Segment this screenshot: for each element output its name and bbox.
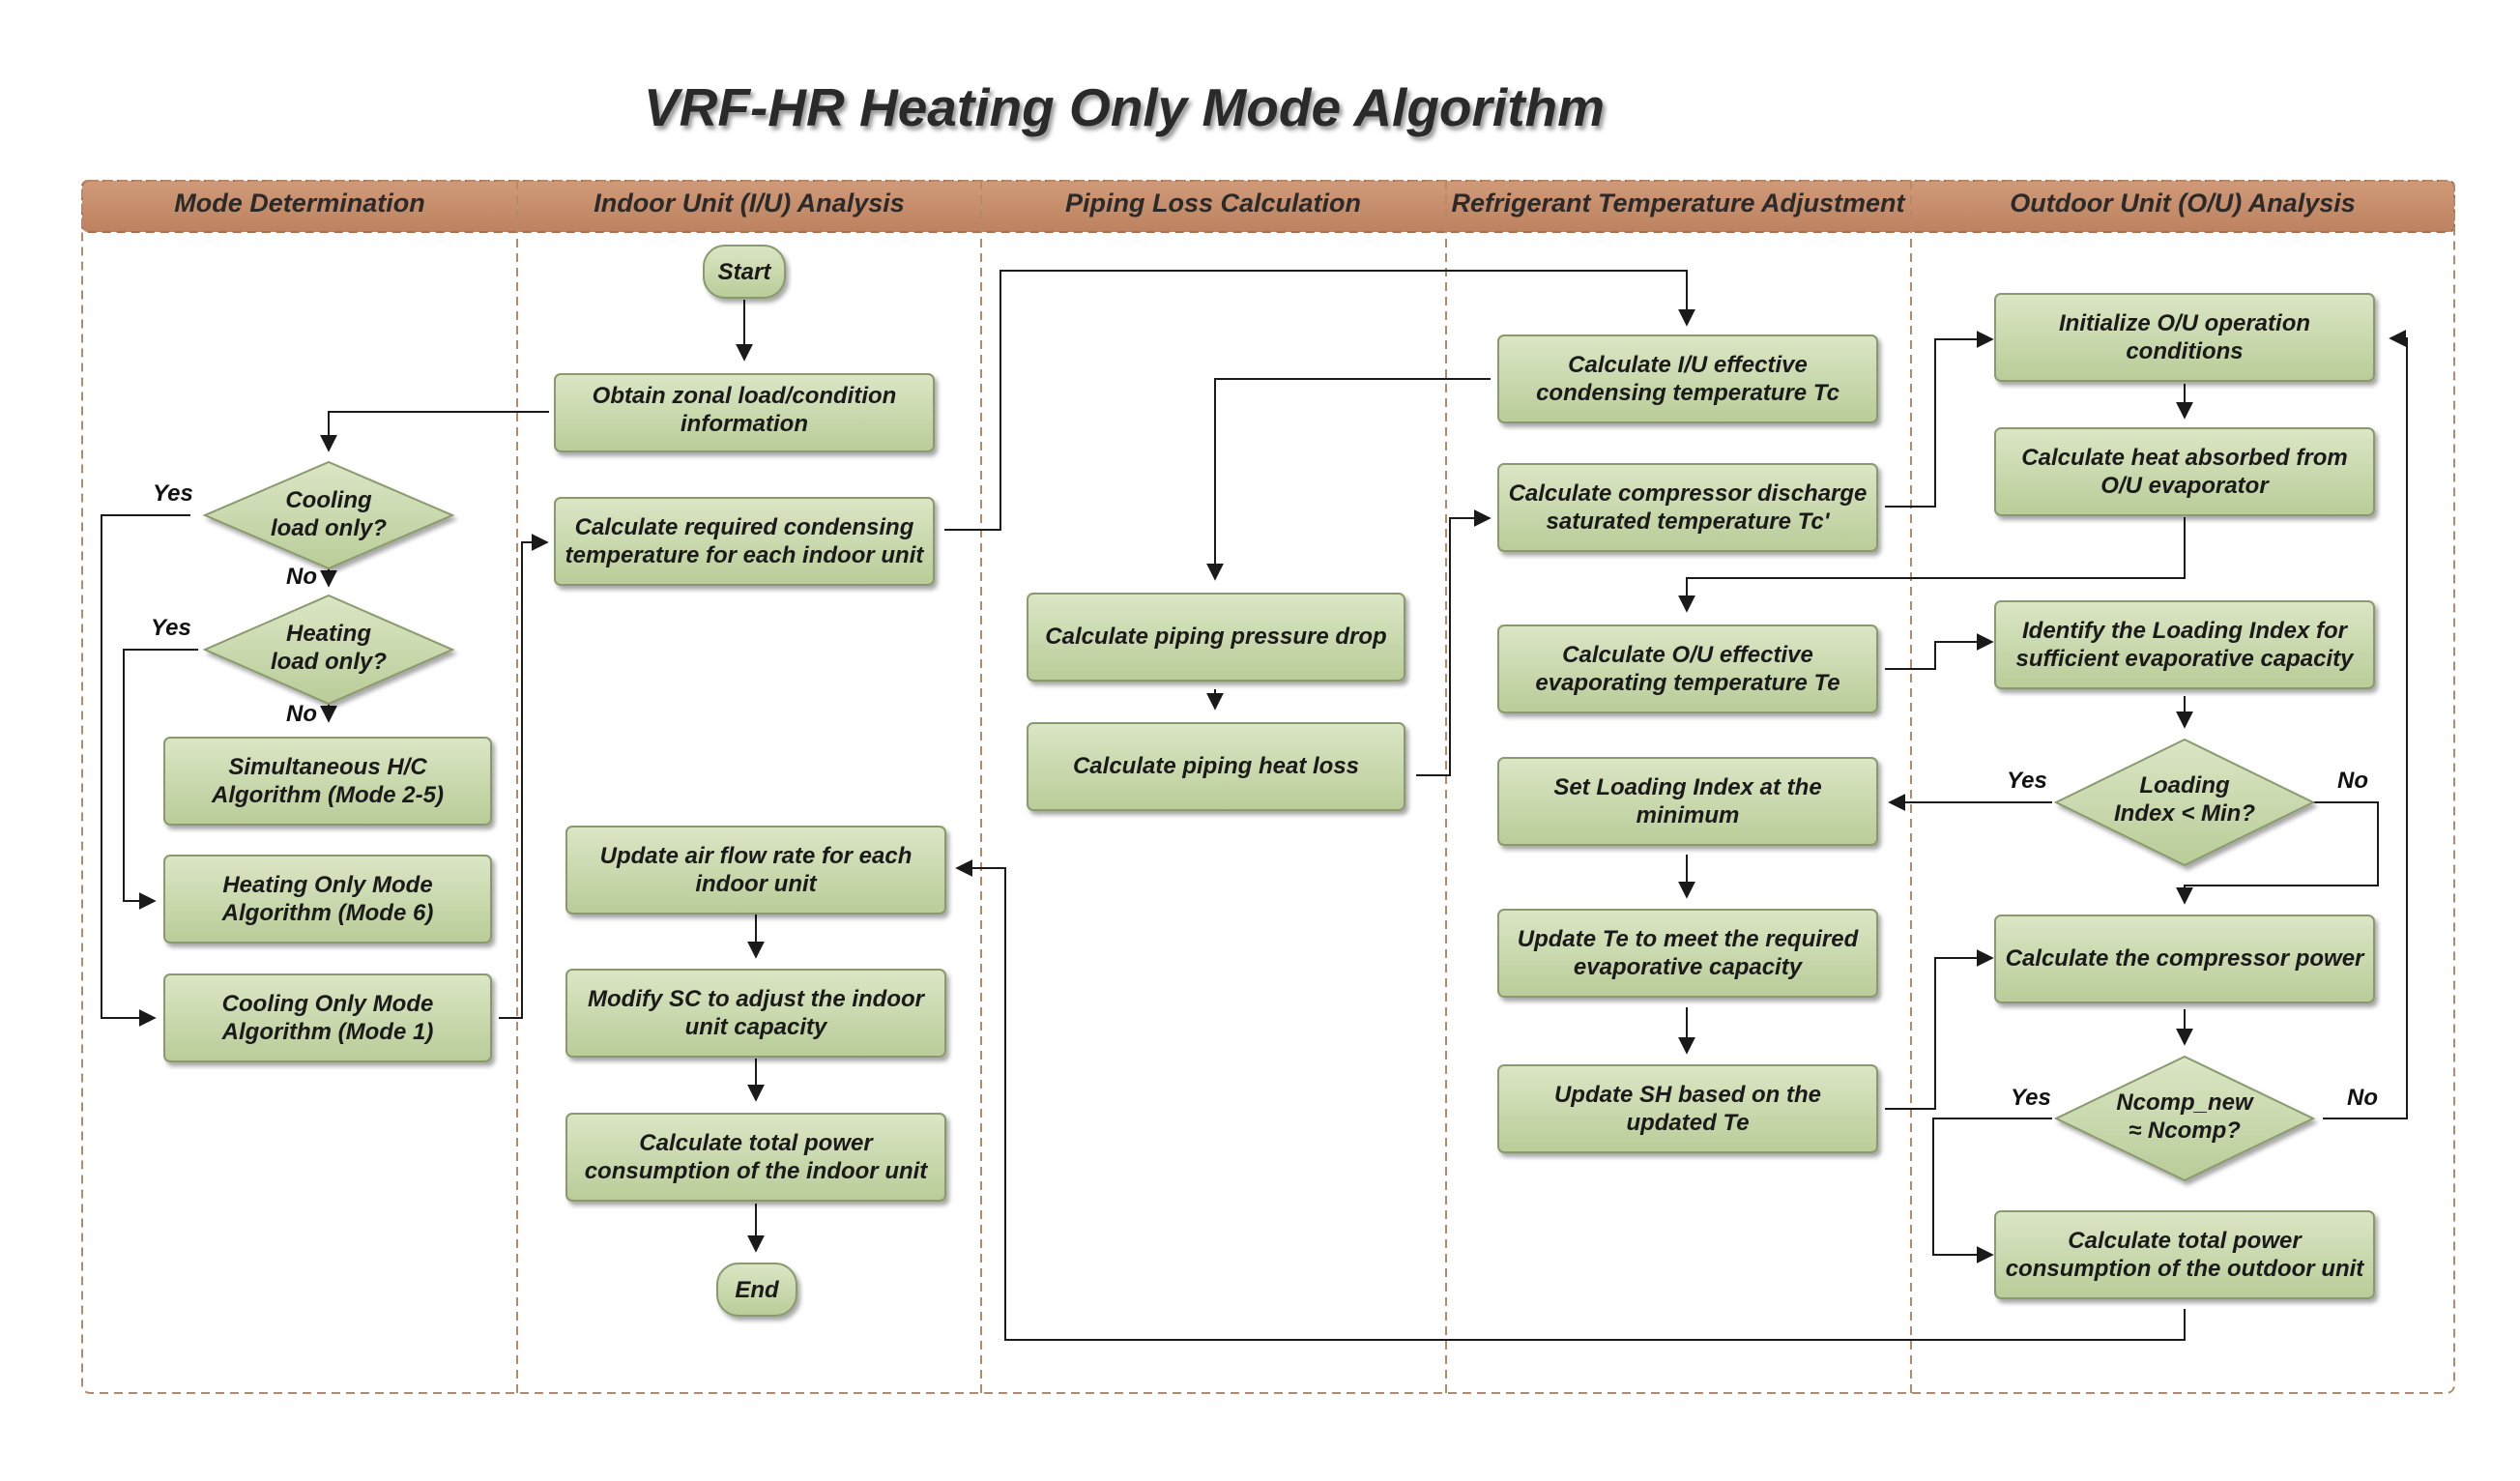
yes-label: Yes [2011, 1085, 2051, 1111]
no-label: No [2337, 768, 2368, 794]
branch-labels: Yes No Yes No Yes No Yes No [151, 480, 2378, 1111]
yes-label: Yes [153, 480, 193, 507]
lane-header-mode: Mode Determination [174, 189, 425, 218]
node-text: Calculate the compressor power [2006, 945, 2365, 972]
connector [123, 649, 198, 910]
connector [1678, 517, 2186, 613]
diagram-title: VRF-HR Heating Only Mode Algorithm [644, 77, 1605, 137]
node-text: End [735, 1277, 780, 1303]
connector [1885, 949, 1994, 1110]
lane-header-piping: Piping Loss Calculation [1065, 189, 1361, 218]
no-label: No [286, 701, 317, 727]
connector [101, 514, 190, 1027]
swimlanes: Mode Determination Indoor Unit (I/U) Ana… [81, 180, 2455, 1394]
node-start: Start [703, 245, 786, 299]
no-label: No [2347, 1085, 2378, 1111]
connector [944, 270, 1695, 531]
node-end: End [716, 1263, 797, 1317]
connector [1206, 378, 1491, 581]
connector [320, 411, 549, 452]
decision-ncomp-check: Ncomp_new≈ Ncomp? [2053, 1055, 2316, 1182]
connector [1885, 331, 1994, 508]
node-calc-piping-drop: Calculate piping pressure drop [1027, 593, 1405, 682]
connector [499, 534, 549, 1019]
connector [2323, 330, 2408, 1119]
node-calc-piping-loss: Calculate piping heat loss [1027, 722, 1405, 811]
connector [1416, 509, 1492, 776]
node-calc-comp-power: Calculate the compressor power [1994, 915, 2375, 1003]
connector [1885, 633, 1994, 670]
connectors [101, 270, 2408, 1341]
connector [955, 859, 2186, 1341]
decision-text: Ncomp_new≈ Ncomp? [2116, 1089, 2254, 1144]
lane-frame [81, 180, 2455, 1394]
connector [1932, 1118, 2052, 1263]
no-label: No [286, 564, 317, 590]
connector [2176, 801, 2379, 905]
lane-header-indoor: Indoor Unit (I/U) Analysis [594, 189, 905, 218]
yes-label: Yes [151, 615, 191, 641]
node-text: Start [718, 259, 772, 285]
lane-header-outdoor: Outdoor Unit (O/U) Analysis [2010, 189, 2356, 218]
node-text: Calculate piping pressure drop [1045, 624, 1386, 650]
node-text: Calculate piping heat loss [1073, 753, 1359, 779]
lane-header-refrigerant: Refrigerant Temperature Adjustment [1451, 189, 1905, 218]
yes-label: Yes [2007, 768, 2047, 794]
